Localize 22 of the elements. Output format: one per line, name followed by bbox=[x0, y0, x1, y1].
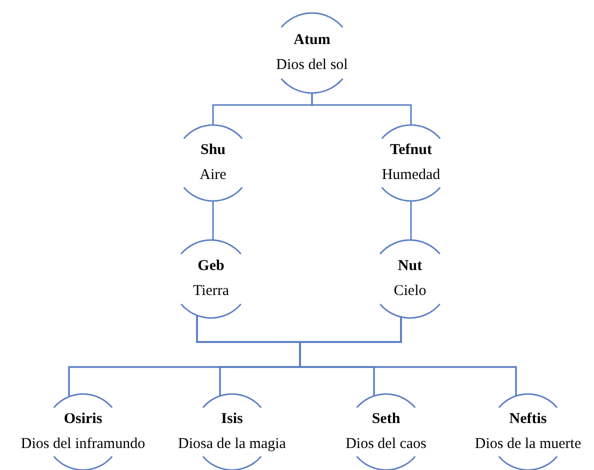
deity-name: Nut bbox=[396, 257, 424, 275]
deity-description: Tierra bbox=[192, 282, 230, 300]
connector-line bbox=[410, 201, 412, 240]
deity-description: Diosa de la magia bbox=[177, 435, 287, 453]
deity-name: Tefnut bbox=[389, 141, 433, 159]
deity-name: Atum bbox=[292, 31, 332, 49]
deity-name: Isis bbox=[220, 410, 244, 428]
deity-name: Osiris bbox=[62, 410, 104, 428]
connector-line bbox=[311, 93, 412, 125]
deity-name: Neftis bbox=[508, 410, 548, 428]
deity-description: Humedad bbox=[380, 166, 442, 184]
deity-name: Seth bbox=[370, 410, 402, 428]
deity-description: Dios del inframundo bbox=[20, 435, 146, 453]
deity-name: Geb bbox=[196, 257, 226, 275]
deity-description: Dios del sol bbox=[275, 56, 349, 74]
connector-line bbox=[299, 316, 517, 396]
deity-description: Cielo bbox=[392, 282, 428, 300]
deity-name: Shu bbox=[199, 141, 227, 159]
connector-line bbox=[212, 201, 214, 240]
deity-description: Aire bbox=[198, 166, 228, 184]
deity-description: Dios de la muerte bbox=[474, 435, 582, 453]
deity-description: Dios del caos bbox=[344, 435, 428, 453]
